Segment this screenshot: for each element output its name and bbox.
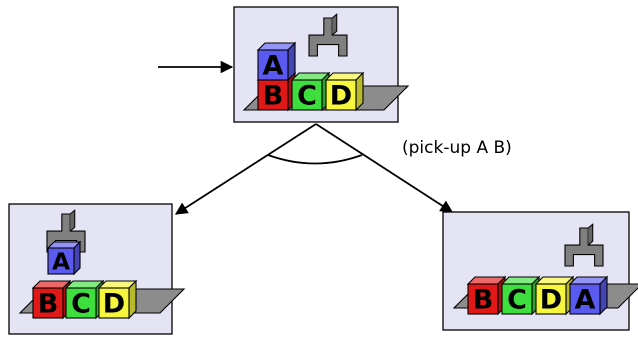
block-b: B xyxy=(466,275,507,316)
block-c-label: C xyxy=(297,81,317,112)
block-a: A xyxy=(256,41,297,82)
block-a: A xyxy=(568,275,609,316)
and-arc xyxy=(267,154,363,165)
block-d: D xyxy=(97,279,138,320)
block-a-label: A xyxy=(263,51,284,82)
block-d: D xyxy=(534,275,575,316)
block-d-label: D xyxy=(330,81,352,112)
block-b-label: B xyxy=(263,81,284,112)
block-a-label: A xyxy=(575,285,596,316)
block-a-label: A xyxy=(52,247,70,275)
right-successor-arrow xyxy=(315,123,454,213)
block-b-label: B xyxy=(473,285,494,316)
block-c: C xyxy=(290,71,331,112)
block-a: A xyxy=(46,240,82,276)
block-c: C xyxy=(64,279,105,320)
block-c-label: C xyxy=(507,285,527,316)
block-b: B xyxy=(31,279,72,320)
block-d-label: D xyxy=(540,285,562,316)
gripper xyxy=(46,209,86,253)
left-successor-arrow xyxy=(174,123,317,215)
gripper xyxy=(564,223,604,267)
block-c: C xyxy=(500,275,541,316)
block-d-label: D xyxy=(103,289,125,320)
gripper xyxy=(308,13,348,57)
block-d: D xyxy=(324,71,365,112)
block-b-label: B xyxy=(38,289,59,320)
block-c-label: C xyxy=(71,289,91,320)
action-label: (pick-up A B) xyxy=(402,138,512,158)
